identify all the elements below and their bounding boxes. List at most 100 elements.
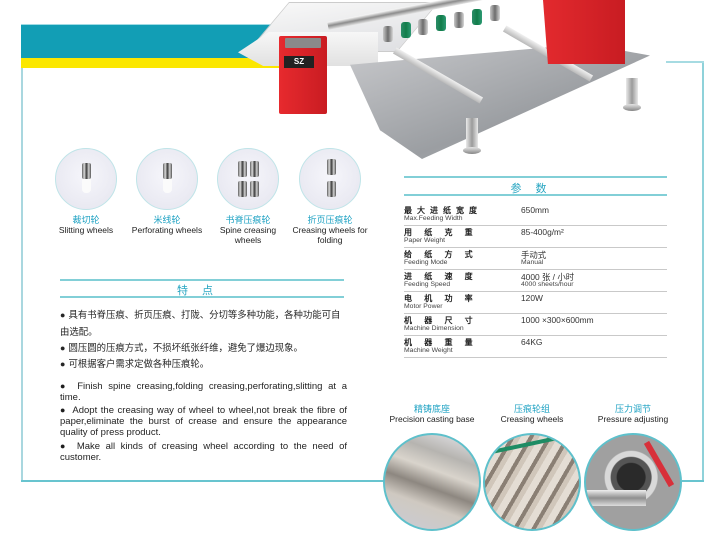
wheel-label-cn: 裁切轮 (72, 215, 100, 225)
features-rule-top (60, 279, 344, 281)
detail-label-cn: 压力调节 (614, 404, 651, 414)
creasing-machine-image: SZ (238, 0, 658, 165)
feature-text: Adopt the creasing way of wheel to wheel… (60, 405, 348, 438)
detail-label-en: Precision casting base (389, 414, 475, 424)
feature-text: 具有书脊压痕、折页压痕、打陇、分切等多种功能，各种功能可自由选配。 (60, 309, 341, 337)
param-label-en: Machine Weight (404, 347, 453, 354)
machine-foot (623, 104, 641, 111)
wheel-icon (238, 181, 247, 197)
wheel-label-en: Creasing wheels for folding (292, 225, 368, 245)
detail-label-en: Pressure adjusting (597, 414, 669, 424)
machine-roller (383, 26, 393, 42)
casting-base-photo (383, 433, 481, 531)
feature-en-2: ● Adopt the creasing way of wheel to whe… (60, 405, 347, 438)
wheel-icon (250, 161, 259, 177)
red-edge-icon (643, 440, 675, 488)
green-belt-icon (485, 435, 579, 456)
feature-text: Finish spine creasing,folding creasing,p… (60, 381, 348, 403)
param-row-feeding-speed: 进 纸 速 度 Feeding Speed 4000 张 / 小时 4000 s… (404, 270, 667, 292)
feature-cn-3: ●可根据客户需求定做各种压痕轮。 (60, 356, 347, 373)
wheel-label-cn: 折页压痕轮 (307, 215, 353, 225)
params-title: 参数 (510, 183, 561, 195)
feature-cn-1: ●具有书脊压痕、折页压痕、打陇、分切等多种功能，各种功能可自由选配。 (60, 307, 347, 339)
wheel-icon (238, 161, 247, 177)
perforating-wheel-image (136, 148, 198, 210)
machine-roller (490, 5, 500, 21)
params-rule-bottom (404, 194, 667, 196)
param-value: 手动式 (521, 250, 547, 260)
param-value: 120W (521, 293, 543, 303)
machine-control-panel (285, 38, 321, 48)
detail-pressure-adjusting: 压力调节 Pressure adjusting (578, 404, 688, 424)
machine-roller (472, 9, 482, 25)
machine-roller (418, 19, 428, 35)
features-title: 特点 (177, 285, 227, 297)
param-row-machine-weight: 机 器 重 量 Machine Weight 64KG (404, 336, 667, 358)
header-band-yellow (21, 58, 321, 68)
machine-leg (626, 78, 638, 108)
steel-shaft-icon (586, 490, 646, 506)
param-row-feeding-mode: 给 纸 方 式 Feeding Mode 手动式 Manual (404, 248, 667, 270)
bullet-icon: ● (60, 381, 69, 391)
spine-creasing-wheel-image (217, 148, 279, 210)
bullet-icon: ● (60, 310, 66, 320)
param-value: 85-400g/m² (521, 227, 564, 237)
wheel-label-cn: 书脊压痕轮 (225, 215, 271, 225)
param-row-motor-power: 电 机 功 率 Motor Power 120W (404, 292, 667, 314)
bullet-icon: ● (60, 343, 66, 353)
wheel-label-en: Perforating wheels (131, 225, 203, 235)
wheel-holder-icon (163, 179, 172, 193)
param-label-cn: 给 纸 方 式 (404, 250, 478, 259)
wheel-icon (327, 159, 336, 175)
features-rule-bottom (60, 296, 344, 298)
pressure-adjusting-photo (584, 433, 682, 531)
folding-creasing-wheel-image (299, 148, 361, 210)
wheel-label-en: Slitting wheels (58, 225, 114, 235)
slitting-wheel-image (55, 148, 117, 210)
param-label-cn: 最大进纸宽度 (404, 206, 482, 215)
frame-border-left (21, 68, 23, 482)
creasing-wheels-photo (483, 433, 581, 531)
detail-creasing-wheels: 压痕轮组 Creasing wheels (477, 404, 587, 424)
param-label-en: Motor Power (404, 303, 443, 310)
param-label-en: Machine Dimension (404, 325, 464, 332)
detail-label-cn: 压痕轮组 (513, 404, 550, 414)
wheel-type-perforating: 米线轮 Perforating wheels (128, 148, 206, 235)
machine-red-housing-left: SZ (279, 36, 327, 114)
feature-text: 可根据客户需求定做各种压痕轮。 (68, 358, 210, 369)
bullet-icon: ● (60, 441, 69, 451)
wheel-icon (163, 163, 172, 179)
detail-label-cn: 精铸底座 (413, 404, 450, 414)
params-rule-top (404, 176, 667, 178)
feature-text: Make all kinds of creasing wheel accordi… (60, 441, 348, 463)
wheel-type-folding-creasing: 折页压痕轮 Creasing wheels for folding (291, 148, 369, 245)
param-label-en: Feeding Speed (404, 281, 451, 288)
feature-cn-2: ●圆压圆的压痕方式，不损坏纸张纤维，避免了爆边现象。 (60, 340, 347, 357)
param-label-cn: 电 机 功 率 (404, 294, 478, 303)
param-row-machine-dimension: 机 器 尺 寸 Machine Dimension 1000 ×300×600m… (404, 314, 667, 336)
param-value-en: 4000 sheets/hour (521, 281, 574, 288)
wheel-icon (327, 181, 336, 197)
param-row-paper-weight: 用 纸 克 重 Paper Weight 85-400g/m² (404, 226, 667, 248)
param-value-en: Manual (521, 259, 544, 266)
bullet-icon: ● (60, 359, 66, 369)
frame-border-bottom (21, 480, 385, 482)
machine-roller (436, 15, 446, 31)
machine-leg (466, 118, 478, 148)
param-label-cn: 用 纸 克 重 (404, 228, 478, 237)
param-label-en: Paper Weight (404, 237, 446, 244)
machine-roller (401, 22, 411, 38)
wheel-label-en: Spine creasing wheels (219, 225, 277, 245)
detail-precision-casting-base: 精铸底座 Precision casting base (377, 404, 487, 424)
param-value: 650mm (521, 205, 549, 215)
bullet-icon: ● (60, 405, 67, 415)
machine-roller (454, 12, 464, 28)
param-value: 64KG (521, 337, 543, 347)
detail-label-en: Creasing wheels (500, 414, 564, 424)
machine-red-housing-right (543, 0, 625, 64)
feature-en-1: ● Finish spine creasing,folding creasing… (60, 381, 347, 404)
param-label-cn: 进 纸 速 度 (404, 272, 478, 281)
param-value: 4000 张 / 小时 (521, 272, 575, 282)
wheel-type-spine-creasing: 书脊压痕轮 Spine creasing wheels (209, 148, 287, 245)
wheel-holder-icon (82, 179, 91, 193)
